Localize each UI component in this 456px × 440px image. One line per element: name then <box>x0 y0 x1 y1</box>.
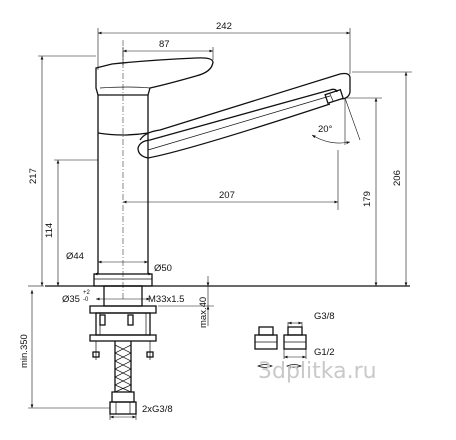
dim-diameter-44-label: Ø44 <box>66 251 84 262</box>
dim-217: 217 <box>28 55 96 286</box>
dim-hole-diameter-label: Ø35 <box>62 294 80 305</box>
braided-hoses <box>109 341 137 415</box>
dim-max-40: max.40 <box>158 276 214 328</box>
lever-handle <box>95 57 214 96</box>
dim-max-40-label: max.40 <box>198 297 209 328</box>
dim-hose-connection: 2xG3/8 <box>109 404 173 420</box>
dim-242: 242 <box>97 21 351 74</box>
dim-adapter-g12-label: G1/2 <box>314 347 335 358</box>
dim-179: 179 <box>345 97 382 286</box>
dim-adapter-g38: G3/8 <box>287 311 335 327</box>
dim-179-label: 179 <box>362 191 373 207</box>
dim-hole-tolerance-minus: -0 <box>83 297 89 303</box>
dim-206: 206 <box>352 71 412 286</box>
dim-adapter-g12: G1/2 <box>283 347 335 359</box>
dim-diameter-50-label: Ø50 <box>154 263 172 274</box>
dim-114: 114 <box>44 159 98 286</box>
dim-87-label: 87 <box>159 39 170 50</box>
mounting-shank: Ø35 +2 -0 M33x1.5 <box>62 285 184 360</box>
swivel-angle-label: 20° <box>318 124 333 135</box>
dim-diameter-44: Ø44 <box>66 251 148 264</box>
dim-206-label: 206 <box>392 170 403 186</box>
dim-thread-label: M33x1.5 <box>148 294 184 305</box>
swivel-angle-indicator: 20° <box>311 97 361 145</box>
adapter-left <box>254 326 278 368</box>
swivel-spout <box>137 72 351 159</box>
dim-adapter-g38-label: G3/8 <box>314 311 335 322</box>
dim-217-label: 217 <box>28 168 39 184</box>
dim-hole-tolerance-plus: +2 <box>83 290 91 296</box>
dim-diameter-50: Ø50 <box>94 263 172 276</box>
adapter-right <box>283 326 307 368</box>
dim-hose-connection-label: 2xG3/8 <box>142 404 173 415</box>
dim-min-350-label: min.350 <box>19 334 30 368</box>
dim-207: 207 <box>123 150 339 210</box>
dim-114-label: 114 <box>44 223 55 238</box>
watermark-text: 3dplitka.ru <box>258 359 377 384</box>
dim-242-label: 242 <box>216 21 232 32</box>
dim-min-350: min.350 <box>19 285 110 409</box>
dim-207-label: 207 <box>219 190 235 201</box>
